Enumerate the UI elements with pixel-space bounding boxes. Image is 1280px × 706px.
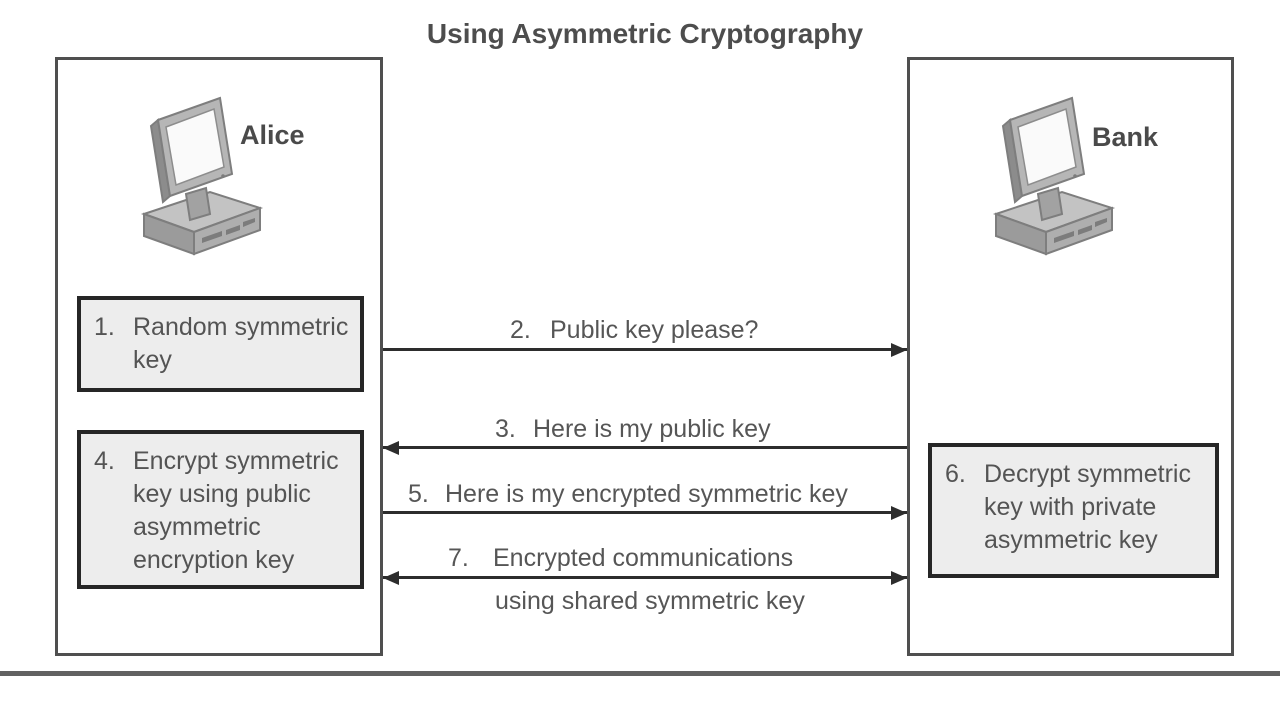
arrowhead-right-icon [891,342,907,357]
message-2-label: 2. Public key please? [510,316,758,345]
arrow-right-msg2 [383,342,907,357]
message-5-label: 5. Here is my encrypted symmetric key [408,480,848,509]
step-box-4: 4. Encrypt symmetric key using public as… [77,430,364,589]
message-2-number: 2. [510,316,531,344]
message-7-text-line1: Encrypted communications [493,544,794,572]
step-box-1: 1. Random symmetric key [77,296,364,392]
message-7-text-line2: using shared symmetric key [495,587,805,615]
step-6-number: 6. [945,460,966,488]
bottom-divider [0,671,1280,676]
step-1-number: 1. [94,313,115,341]
message-3-number: 3. [495,415,516,443]
step-box-6: 6. Decrypt symmetric key with private as… [928,443,1219,578]
message-7-number: 7. [448,544,469,572]
arrowhead-right-icon [891,570,907,585]
arrow-both-msg7 [383,570,907,585]
step-4-number: 4. [94,447,115,475]
message-5-number: 5. [408,480,429,508]
arrowhead-right-icon [891,505,907,520]
computer-icon [140,96,264,256]
message-5-text: Here is my encrypted symmetric key [445,480,848,508]
step-4-text: Encrypt symmetric key using public asymm… [133,447,339,574]
message-3-label: 3. Here is my public key [495,415,771,444]
arrowhead-left-icon [383,570,399,585]
message-3-text: Here is my public key [533,415,771,443]
arrow-right-msg5 [383,505,907,520]
arrow-left-msg3 [383,440,907,455]
bank-label: Bank [1092,122,1159,152]
step-6-text: Decrypt symmetric key with private asymm… [984,460,1191,554]
message-2-text: Public key please? [550,316,759,344]
alice-label: Alice [240,120,305,150]
computer-icon [992,96,1116,256]
diagram-title: Using Asymmetric Cryptography [426,18,864,49]
arrowhead-left-icon [383,440,399,455]
step-1-text: Random symmetric key [133,313,349,374]
